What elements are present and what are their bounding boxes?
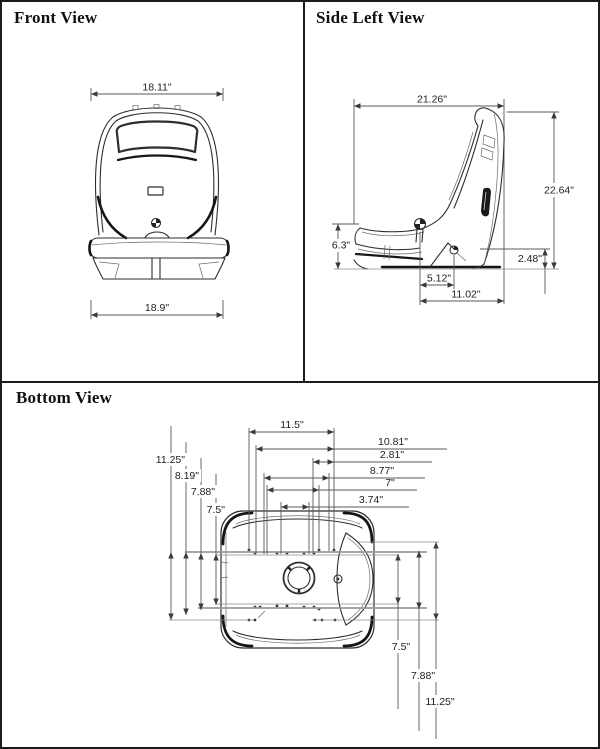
front-seat-cushion xyxy=(88,231,230,280)
center-pivot-hub xyxy=(282,561,316,595)
side-left-view-title: Side Left View xyxy=(316,8,425,27)
side-base-length-dimension: 11.02" xyxy=(420,289,504,304)
dim-label-right-11-25: 11.25" xyxy=(425,696,454,708)
side-seat-profile xyxy=(353,107,505,270)
dim-label-front-top: 18.11" xyxy=(142,82,171,94)
dim-label-left-8-19: 8.19" xyxy=(175,470,199,482)
side-left-view-drawing: 21.26" xyxy=(329,94,580,305)
dim-label-11-5: 11.5" xyxy=(280,419,304,431)
dim-label-10-81: 10.81" xyxy=(378,436,408,448)
panel-divider-horizontal xyxy=(2,381,598,383)
dim-label-front-bottom: 18.9" xyxy=(145,302,169,314)
side-height-dimension: 22.64" xyxy=(334,111,580,270)
bottom-reference-lines xyxy=(169,541,439,621)
dim-label-2-81: 2.81" xyxy=(380,449,404,461)
dim-label-rear-base: 2.48" xyxy=(518,253,542,265)
small-mount-hole xyxy=(333,574,343,584)
dim-label-cushion-height: 6.3" xyxy=(332,240,351,252)
front-bottom-dimension: 18.9" xyxy=(90,300,224,319)
mounting-holes xyxy=(247,548,337,622)
panel-divider-vertical xyxy=(303,2,305,382)
side-bolt-spacing-dimension: 5.12" xyxy=(419,232,455,305)
dim-label-base-length: 11.02" xyxy=(451,289,480,301)
front-seat-backrest xyxy=(94,104,220,240)
dim-label-right-7-5: 7.5" xyxy=(392,641,411,653)
front-view-title: Front View xyxy=(14,8,98,27)
side-rear-base-dimension: 2.48" xyxy=(480,248,550,294)
dim-label-side-height: 22.64" xyxy=(544,185,574,197)
front-view-drawing: 18.11" xyxy=(88,82,230,319)
dim-label-left-7-5: 7.5" xyxy=(207,504,226,516)
dim-label-8-77: 8.77" xyxy=(370,465,394,477)
bottom-left-dimensions: 11.25" 8.19" 7.88" 7.5" xyxy=(153,426,227,620)
front-top-dimension: 18.11" xyxy=(90,82,224,101)
side-cushion-height-dimension: 6.3" xyxy=(329,223,359,269)
recline-lever xyxy=(481,187,491,217)
dim-label-bolt-spacing: 5.12" xyxy=(427,273,451,285)
dim-label-3-74: 3.74" xyxy=(359,494,383,506)
dim-label-left-7-88: 7.88" xyxy=(191,486,215,498)
bottom-top-dimensions: 11.5" 10.81" 2.81" 8.77" 7" 3.74" xyxy=(248,419,447,554)
dim-label-7: 7" xyxy=(385,477,395,489)
bottom-seat-pan xyxy=(220,510,375,649)
dim-label-right-7-88: 7.88" xyxy=(411,670,435,682)
bottom-right-dimensions: 7.5" 7.88" 11.25" xyxy=(388,542,458,739)
dim-label-left-11-25: 11.25" xyxy=(156,454,185,466)
dim-label-side-depth: 21.26" xyxy=(417,94,447,106)
bottom-view-title: Bottom View xyxy=(16,388,113,407)
bottom-view-drawing: 11.5" 10.81" 2.81" 8.77" 7" 3.74" xyxy=(153,419,458,739)
